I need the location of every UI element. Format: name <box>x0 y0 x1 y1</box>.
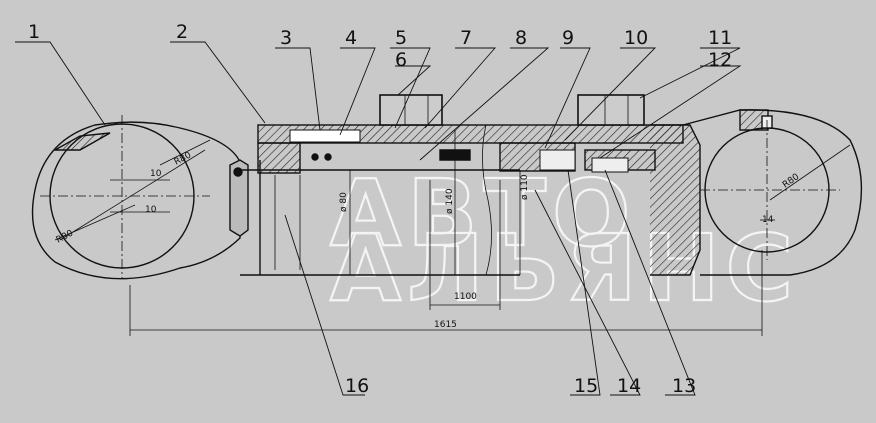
callout-11: 11 <box>708 27 732 49</box>
callout-7: 7 <box>460 27 472 49</box>
watermark: АВТО АЛЬЯНС <box>329 159 799 323</box>
callout-13: 13 <box>672 375 696 397</box>
dim-slot-width: 14 <box>762 215 774 225</box>
watermark-line2: АЛЬЯНС <box>330 215 799 322</box>
port-left <box>379 94 443 126</box>
callout-2: 2 <box>176 21 188 43</box>
callout-8: 8 <box>515 27 527 49</box>
dim-bore-diameter: ø 140 <box>445 188 455 214</box>
callout-6: 6 <box>395 49 407 71</box>
callout-9: 9 <box>562 27 574 49</box>
cylinder-body <box>257 94 684 276</box>
dim-overall-length: 1615 <box>434 320 457 330</box>
callout-15: 15 <box>574 375 598 397</box>
callout-4: 4 <box>345 27 357 49</box>
watermark-line1: АВТО <box>330 160 636 267</box>
dimension-lines <box>54 130 851 336</box>
callout-16: 16 <box>345 375 369 397</box>
port-right <box>577 94 645 126</box>
left-eye <box>31 115 249 280</box>
callout-12: 12 <box>708 49 732 71</box>
callout-1: 1 <box>28 21 40 43</box>
dim-piston-diameter: ø 110 <box>520 174 530 200</box>
dim-offset-upper: 10 <box>150 169 162 179</box>
callout-3: 3 <box>280 27 292 49</box>
dim-rod-diameter: ø 80 <box>339 192 349 212</box>
callout-14: 14 <box>617 375 641 397</box>
leader-lines <box>15 41 742 396</box>
dim-stroke: 1100 <box>454 292 477 302</box>
dim-radius-right: R80 <box>781 172 801 191</box>
dim-radius-left-bottom: R80 <box>55 228 76 245</box>
dim-radius-left-top: R80 <box>173 150 194 167</box>
right-head <box>650 109 863 276</box>
dim-offset-lower: 10 <box>145 205 157 215</box>
callouts: 1 2 3 4 5 6 7 8 9 10 11 12 13 14 15 16 <box>28 21 732 397</box>
callout-10: 10 <box>624 27 648 49</box>
callout-5: 5 <box>395 27 407 49</box>
